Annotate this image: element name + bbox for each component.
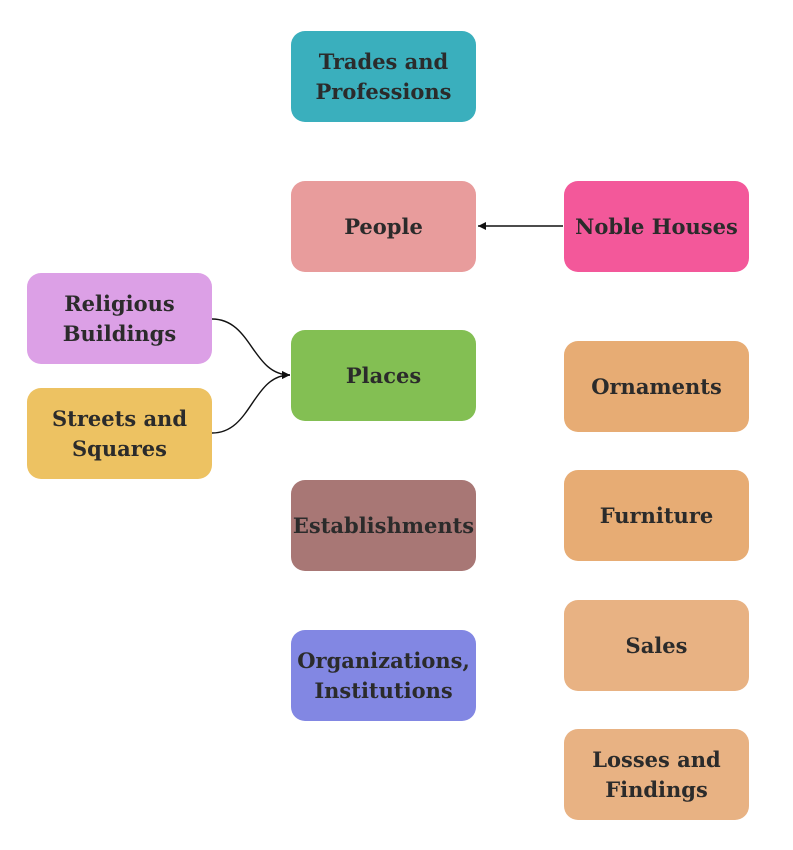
- node-noble-houses[interactable]: Noble Houses: [564, 181, 749, 272]
- node-establishments[interactable]: Establishments: [291, 480, 476, 571]
- node-organizations-institutions[interactable]: Organizations, Institutions: [291, 630, 476, 721]
- node-losses-and-findings[interactable]: Losses and Findings: [564, 729, 749, 820]
- node-label: Organizations, Institutions: [297, 648, 470, 703]
- node-label: Places: [345, 362, 422, 388]
- node-label: Religious Buildings: [62, 291, 177, 346]
- edge-religious-buildings-to-places: [211, 318, 291, 379]
- node-ornaments[interactable]: Ornaments: [564, 341, 749, 432]
- node-label: Sales: [625, 632, 688, 658]
- node-religious-buildings[interactable]: Religious Buildings: [27, 273, 212, 364]
- node-label: Streets and Squares: [51, 406, 188, 461]
- node-label: Noble Houses: [575, 213, 738, 239]
- node-places[interactable]: Places: [291, 330, 476, 421]
- edge-streets-and-squares-to-places: [211, 371, 291, 434]
- node-sales[interactable]: Sales: [564, 600, 749, 691]
- node-label: Losses and Findings: [592, 747, 721, 802]
- node-streets-and-squares[interactable]: Streets and Squares: [27, 388, 212, 479]
- node-label: Trades and Professions: [315, 49, 452, 104]
- node-furniture[interactable]: Furniture: [564, 470, 749, 561]
- node-label: People: [344, 213, 423, 239]
- node-label: Furniture: [599, 502, 714, 528]
- node-people[interactable]: People: [291, 181, 476, 272]
- node-trades-and-professions[interactable]: Trades and Professions: [291, 31, 476, 122]
- node-label: Establishments: [292, 512, 475, 538]
- node-label: Ornaments: [591, 373, 722, 399]
